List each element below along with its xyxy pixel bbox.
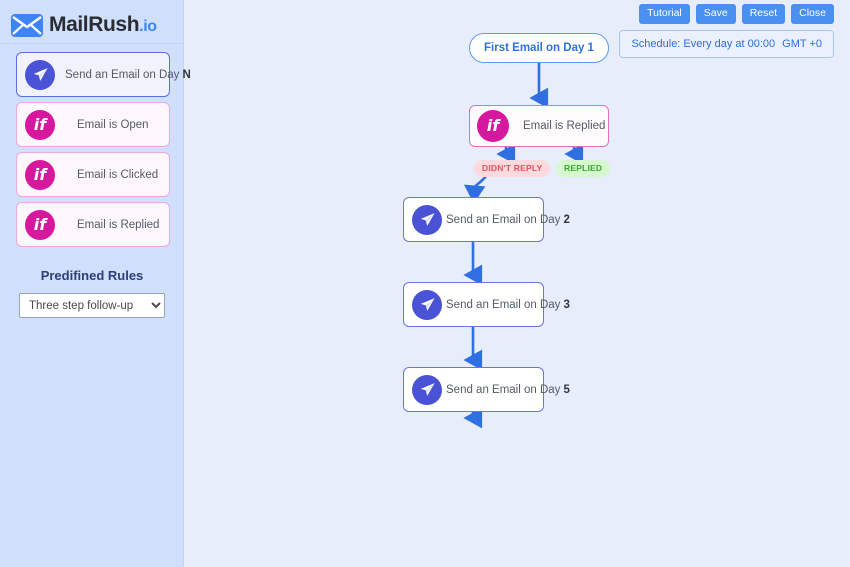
palette-item-email-is-open[interactable]: if Email is Open [16, 102, 170, 147]
palette-item-label: Email is Clicked [77, 168, 159, 181]
flow-node-first-email[interactable]: First Email on Day 1 [469, 33, 609, 63]
palette-item-label: Email is Open [77, 118, 149, 131]
schedule-text: Schedule: Every day at 00:00 [631, 38, 776, 50]
save-button[interactable]: Save [695, 4, 736, 24]
schedule-bar[interactable]: Schedule: Every day at 00:00 GMT +0 [619, 30, 834, 58]
palette-item-email-is-replied[interactable]: if Email is Replied [16, 202, 170, 247]
predefined-rules-select[interactable]: Three step follow-up [19, 293, 165, 318]
brand-suffix: .io [139, 18, 157, 35]
if-icon: if [25, 159, 55, 190]
send-plane-icon [412, 289, 442, 320]
send-plane-icon [412, 204, 442, 235]
close-button[interactable]: Close [791, 4, 834, 24]
tutorial-button[interactable]: Tutorial [639, 4, 690, 24]
if-icon: if [25, 109, 55, 140]
toolbar: Tutorial Save Reset Close [639, 4, 834, 24]
send-plane-icon [25, 59, 55, 90]
envelope-icon [11, 13, 43, 37]
flow-node-label: First Email on Day 1 [484, 42, 594, 54]
app-logo[interactable]: MailRush.io [0, 0, 183, 42]
header-divider [0, 43, 184, 44]
palette-item-email-is-clicked[interactable]: if Email is Clicked [16, 152, 170, 197]
predefined-rules-title: Predifined Rules [40, 268, 144, 283]
brand-name: MailRush.io [49, 13, 157, 37]
flow-node-label: Email is Replied [523, 120, 606, 132]
schedule-timezone: GMT +0 [782, 38, 822, 50]
send-plane-icon [412, 374, 442, 405]
palette-item-label: Email is Replied [77, 218, 160, 231]
reset-button[interactable]: Reset [741, 4, 786, 24]
if-icon: if [477, 110, 509, 142]
flow-canvas[interactable]: First Email on Day 1 if Email is Replied… [184, 0, 850, 567]
if-icon: if [25, 209, 55, 240]
brand-main: MailRush [49, 13, 140, 36]
branch-label-didnt-reply: DIDN'T REPLY [474, 160, 551, 177]
branch-label-replied: REPLIED [556, 160, 611, 177]
flow-node-email-is-replied[interactable]: if Email is Replied [469, 105, 609, 147]
